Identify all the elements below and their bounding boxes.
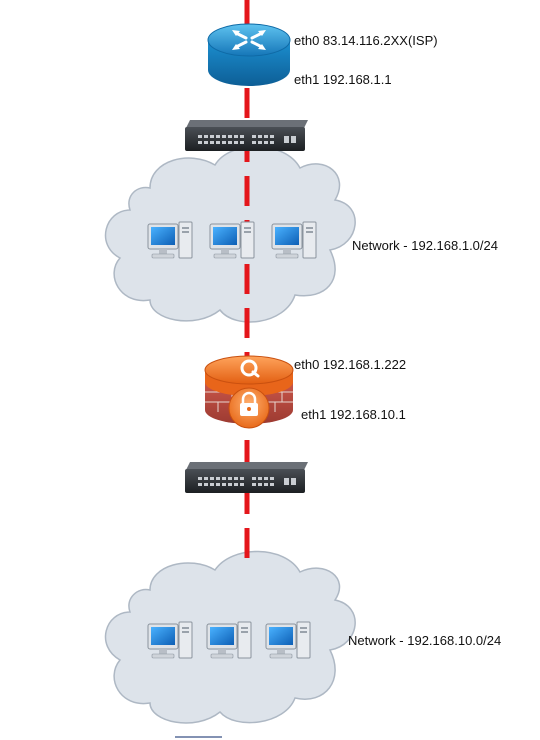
firewall-eth1-label: eth1 192.168.10.1 xyxy=(301,407,406,422)
router-icon xyxy=(207,23,291,86)
firewall-icon xyxy=(204,355,294,429)
computer-icon xyxy=(271,221,317,259)
computer-icon xyxy=(265,621,311,659)
switch-icon-top xyxy=(185,120,308,151)
computer-icon xyxy=(206,621,252,659)
firewall-eth0-label: eth0 192.168.1.222 xyxy=(294,357,407,372)
lock-icon xyxy=(228,387,270,429)
switch-icon-bottom xyxy=(185,462,308,493)
network-bottom-label: Network - 192.168.10.0/24 xyxy=(348,633,502,648)
computer-icon xyxy=(209,221,255,259)
router-eth1-label: eth1 192.168.1.1 xyxy=(294,72,392,87)
computer-icon xyxy=(147,621,193,659)
quest-logo-icon xyxy=(240,359,260,378)
computer-icon xyxy=(147,221,193,259)
network-top-label: Network - 192.168.1.0/24 xyxy=(352,238,498,253)
router-eth0-label: eth0 83.14.116.2XX(ISP) xyxy=(294,33,438,48)
